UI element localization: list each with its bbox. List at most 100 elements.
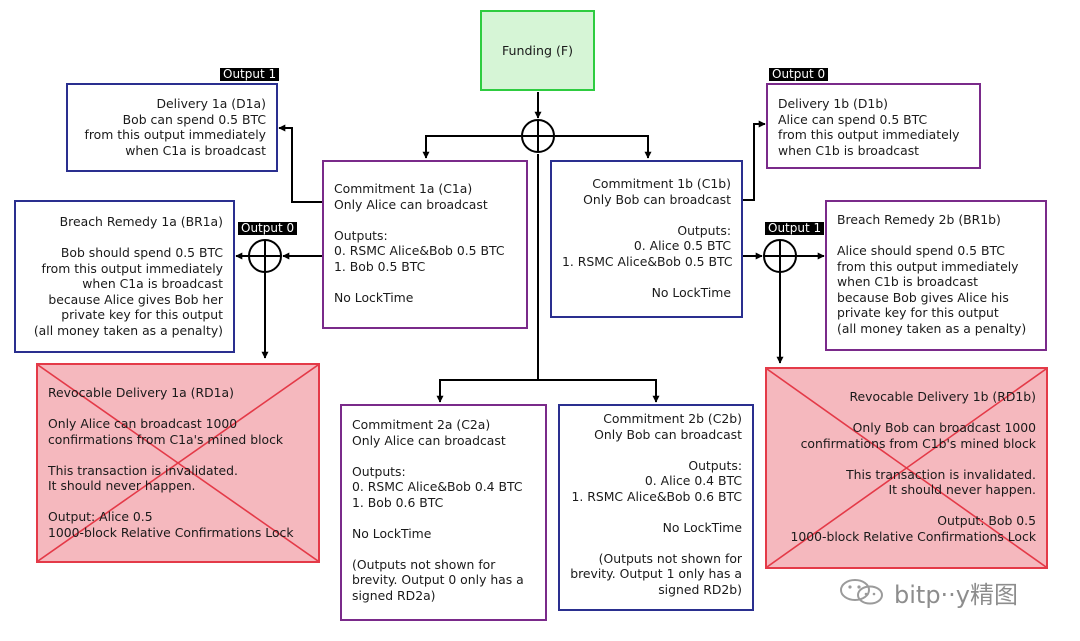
commitment-1a-box: Commitment 1a (C1a) Only Alice can broad…	[322, 160, 528, 329]
wechat-icon	[840, 579, 883, 605]
rd1b-line-6: This transaction is invalidated.	[846, 466, 1036, 482]
c2a-line-5: 0. RSMC Alice&Bob 0.4 BTC	[352, 479, 523, 494]
c1b-line-5: 0. Alice 0.5 BTC	[633, 238, 731, 253]
commitment-2a-box: Commitment 2a (C2a) Only Alice can broad…	[340, 404, 547, 621]
output-tag-d1b: Output 0	[769, 68, 829, 81]
output-tag-br1a: Output 0	[238, 222, 298, 235]
c2a-line-9	[352, 541, 535, 557]
output-tag-br1b: Output 1	[765, 222, 825, 235]
c2b-line-4: Outputs:	[688, 457, 742, 473]
rd1b-line-9: Output: Bob 0.5	[937, 513, 1036, 528]
split-node-left	[248, 239, 282, 273]
br1a-line-1: Breach Remedy 1a (BR1a)	[59, 214, 223, 229]
funding-box: Funding (F)	[480, 10, 595, 91]
d1b-line-2: Alice can spend 0.5 BTC	[778, 111, 928, 127]
rd1b-line-1: Revocable Delivery 1b (RD1b)	[849, 389, 1037, 404]
rd1b-line-10: 1000-block Relative Confirmations Lock	[790, 528, 1036, 544]
c2a-line-12: signed RD2a)	[352, 587, 436, 603]
revocable-delivery-1a-box: Revocable Delivery 1a (RD1a) Only Alice …	[36, 363, 320, 563]
c2a-line-4: Outputs:	[352, 463, 406, 479]
d1a-line-3: from this output immediately	[84, 127, 267, 142]
split-node-funding	[521, 119, 555, 153]
c1a-line-1: Commitment 1a (C1a)	[334, 181, 473, 196]
c2a-line-7	[352, 510, 535, 526]
c1b-line-6: 1. RSMC Alice&Bob 0.5 BTC	[562, 253, 733, 269]
c2a-line-11: brevity. Output 0 only has a	[352, 572, 524, 587]
rd1b-line-3: Only Bob can broadcast 1000	[852, 420, 1036, 435]
rd1b-line-7: It should never happen.	[888, 482, 1037, 497]
delivery-1b-box: Delivery 1b (D1b) Alice can spend 0.5 BT…	[766, 83, 981, 169]
c1a-line-2: Only Alice can broadcast	[334, 196, 488, 212]
rd1a-line-10: 1000-block Relative Confirmations Lock	[48, 524, 294, 540]
c2a-line-3	[352, 448, 535, 464]
c1a-line-3	[334, 212, 516, 228]
c2a-line-2: Only Alice can broadcast	[352, 432, 506, 448]
delivery-1a-box: Delivery 1a (D1a) Bob can spend 0.5 BTC …	[66, 83, 278, 172]
br1a-line-5: when C1a is broadcast	[82, 276, 223, 291]
br1b-line-5: when C1b is broadcast	[837, 274, 979, 289]
c1b-line-3	[562, 207, 731, 223]
watermark-text: bitp··y精图	[894, 580, 1019, 609]
br1a-line-6: because Alice gives Bob her	[48, 291, 223, 307]
c1a-line-4: Outputs:	[334, 227, 388, 243]
rd1b-line-2	[777, 405, 1036, 421]
c1a-line-7	[334, 274, 516, 290]
rd1a-line-2	[48, 401, 308, 417]
c2b-line-11: brevity. Output 1 only has a	[570, 566, 742, 581]
c2b-line-2: Only Bob can broadcast	[594, 426, 742, 442]
rd1a-line-1: Revocable Delivery 1a (RD1a)	[48, 385, 234, 400]
d1a-line-1: Delivery 1a (D1a)	[156, 96, 266, 111]
edge-trunk-c2a	[436, 379, 538, 403]
edge-split-c1b	[555, 135, 652, 159]
br1a-line-8: (all money taken as a penalty)	[33, 322, 223, 338]
rd1b-line-5	[777, 451, 1036, 467]
rd1a-line-3: Only Alice can broadcast 1000	[48, 416, 238, 431]
c2a-line-10: (Outputs not shown for	[352, 556, 496, 572]
br1b-line-2	[837, 228, 1035, 244]
rd1a-line-7: It should never happen.	[48, 478, 196, 493]
br1b-line-7: private key for this output	[837, 305, 999, 320]
br1a-line-7: private key for this output	[61, 307, 223, 322]
commitment-2b-box: Commitment 2b (C2b) Only Bob can broadca…	[558, 404, 754, 611]
c2b-line-5: 0. Alice 0.4 BTC	[644, 473, 742, 488]
br1b-line-8: (all money taken as a penalty)	[837, 320, 1027, 336]
br1a-line-2	[26, 230, 223, 246]
br1b-line-4: from this output immediately	[837, 258, 1019, 274]
c1a-line-8: No LockTime	[334, 289, 414, 305]
commitment-1b-box: Commitment 1b (C1b) Only Bob can broadca…	[550, 160, 743, 318]
rd1b-line-4: confirmations from C1b's mined block	[800, 435, 1036, 451]
c1b-line-7	[562, 269, 731, 285]
c2b-line-3	[570, 442, 742, 458]
c2a-line-1: Commitment 2a (C2a)	[352, 417, 491, 432]
output-tag-d1a: Output 1	[220, 68, 280, 81]
br1b-line-3: Alice should spend 0.5 BTC	[837, 243, 1005, 258]
c2b-line-10: (Outputs not shown for	[598, 550, 742, 566]
c2b-line-6: 1. RSMC Alice&Bob 0.6 BTC	[571, 488, 743, 504]
br1a-line-3: Bob should spend 0.5 BTC	[60, 245, 223, 260]
c2b-line-1: Commitment 2b (C2b)	[603, 411, 742, 426]
invalidated-cross-icon	[767, 369, 1046, 567]
d1a-line-2: Bob can spend 0.5 BTC	[122, 111, 266, 127]
c2b-line-8: No LockTime	[662, 519, 742, 535]
br1a-line-4: from this output immediately	[41, 260, 224, 276]
funding-label: Funding (F)	[501, 42, 574, 58]
breach-remedy-1a-box: Breach Remedy 1a (BR1a) Bob should spend…	[14, 200, 235, 353]
breach-remedy-1b-box: Breach Remedy 2b (BR1b) Alice should spe…	[825, 200, 1047, 351]
edge-trunk-c2b	[538, 379, 660, 403]
c1b-line-4: Outputs:	[677, 222, 731, 238]
c2a-line-6: 1. Bob 0.6 BTC	[352, 494, 444, 510]
revocable-delivery-1b-box: Revocable Delivery 1b (RD1b) Only Bob ca…	[765, 367, 1048, 569]
edge-c1a-d1a	[278, 124, 322, 203]
c2a-line-8: No LockTime	[352, 525, 432, 541]
d1b-line-4: when C1b is broadcast	[778, 142, 920, 158]
d1b-line-3: from this output immediately	[778, 127, 960, 142]
rd1a-line-6: This transaction is invalidated.	[48, 462, 238, 478]
edge-c1b-d1b	[742, 120, 766, 201]
c2b-line-9	[570, 535, 742, 551]
c1a-line-6: 1. Bob 0.5 BTC	[334, 258, 426, 274]
c1b-line-8: No LockTime	[651, 284, 731, 300]
c2b-line-12: signed RD2b)	[658, 581, 742, 597]
rd1a-line-5	[48, 447, 308, 463]
br1b-line-1: Breach Remedy 2b (BR1b)	[837, 212, 1001, 227]
c2b-line-7	[570, 504, 742, 520]
